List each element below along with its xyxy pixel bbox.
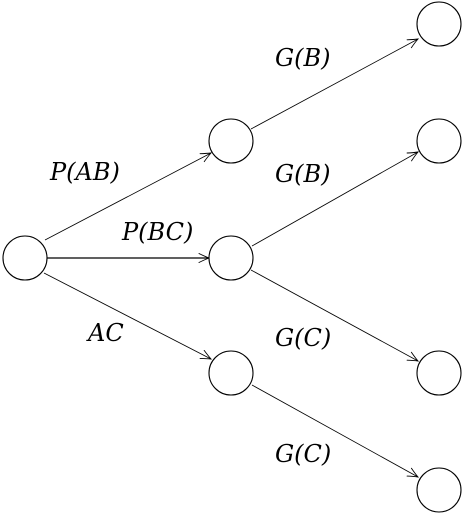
edge-node-c-to-leaf-4 <box>251 384 418 477</box>
node-c <box>208 350 254 396</box>
leaf-3 <box>416 350 462 396</box>
leaf-4 <box>416 467 462 513</box>
edge-node-b-to-leaf-3 <box>250 269 418 361</box>
edge-label-root-to-node-b: P(BC) <box>121 218 193 246</box>
edge-label-node-c-to-leaf-4: G(C) <box>275 440 331 468</box>
edge-node-b-to-leaf-2 <box>251 152 418 247</box>
node-root <box>2 235 48 281</box>
leaf-2 <box>416 118 462 164</box>
leaf-1 <box>416 1 462 47</box>
edge-label-node-b-to-leaf-3: G(C) <box>275 324 331 352</box>
edge-label-root-to-node-a: P(AB) <box>49 158 120 186</box>
edge-root-to-node-c <box>43 272 211 359</box>
edge-root-to-node-a <box>44 153 211 241</box>
node-a <box>208 118 254 164</box>
node-b <box>208 235 254 281</box>
edge-node-a-to-leaf-1 <box>250 39 418 130</box>
edge-label-node-a-to-leaf-1: G(B) <box>275 44 331 72</box>
edge-label-root-to-node-c: AC <box>86 319 124 347</box>
edge-label-node-b-to-leaf-2: G(B) <box>275 160 331 188</box>
